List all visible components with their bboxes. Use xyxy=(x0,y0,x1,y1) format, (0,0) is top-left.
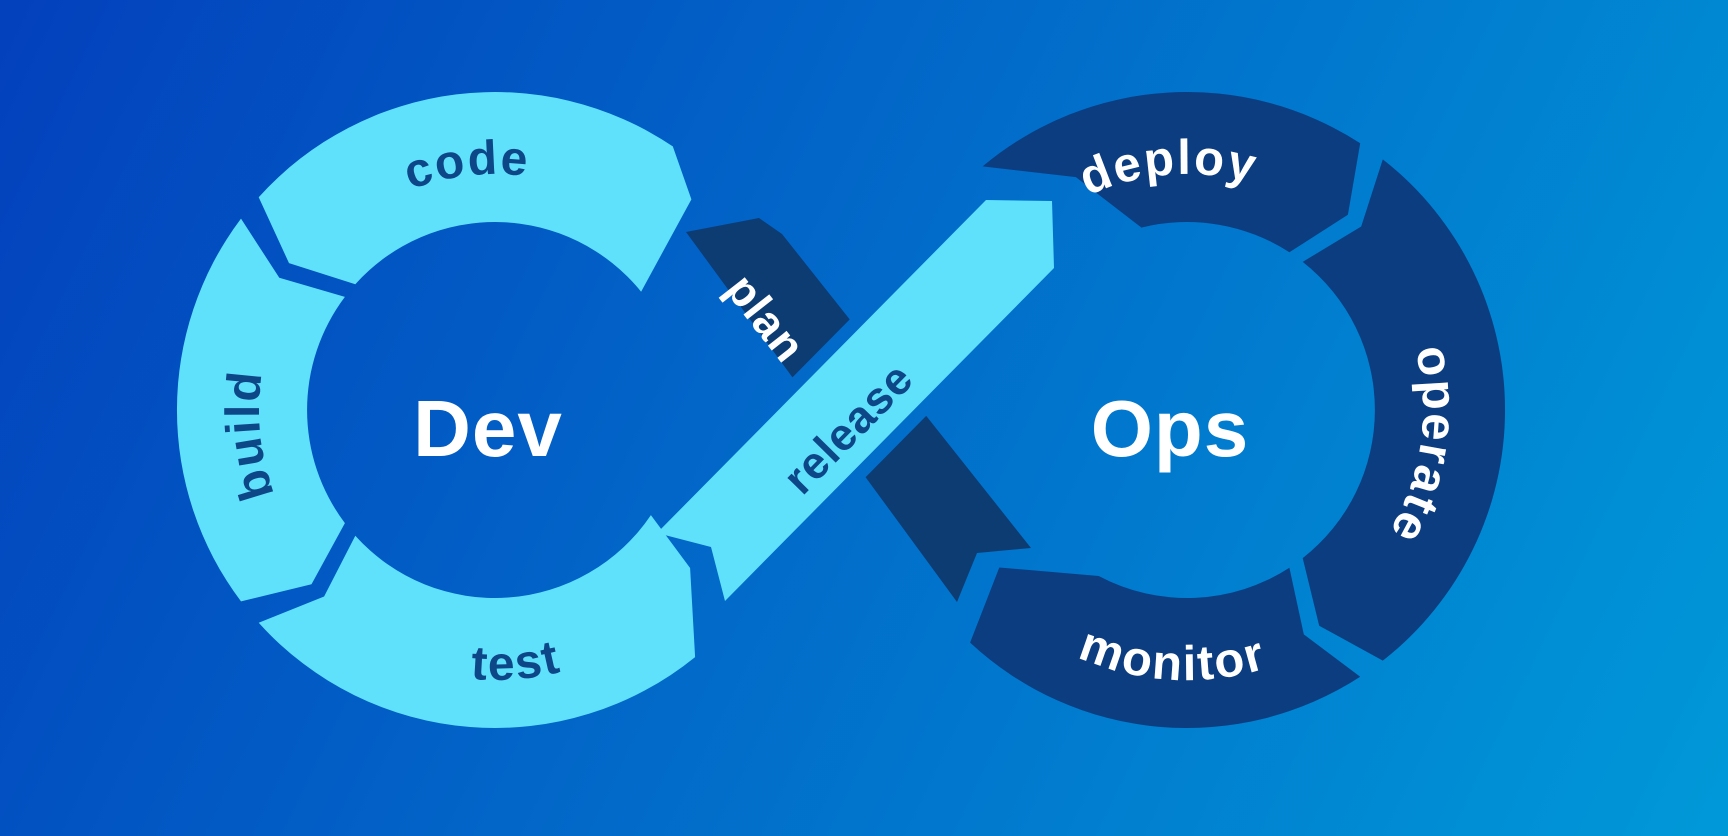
dev-loop xyxy=(176,92,696,728)
dev-title: Dev xyxy=(413,384,563,473)
release-band-shape xyxy=(657,200,1054,601)
deploy-arc-segment xyxy=(982,92,1361,253)
code-arc-segment xyxy=(258,92,692,292)
test-label: test xyxy=(470,630,566,691)
build-arc-segment xyxy=(176,218,345,602)
ops-loop xyxy=(970,92,1506,729)
ops-title: Ops xyxy=(1091,384,1250,473)
operate-arc-segment xyxy=(1302,159,1506,661)
test-arc-segment xyxy=(258,515,696,728)
monitor-arc-segment xyxy=(970,567,1361,729)
